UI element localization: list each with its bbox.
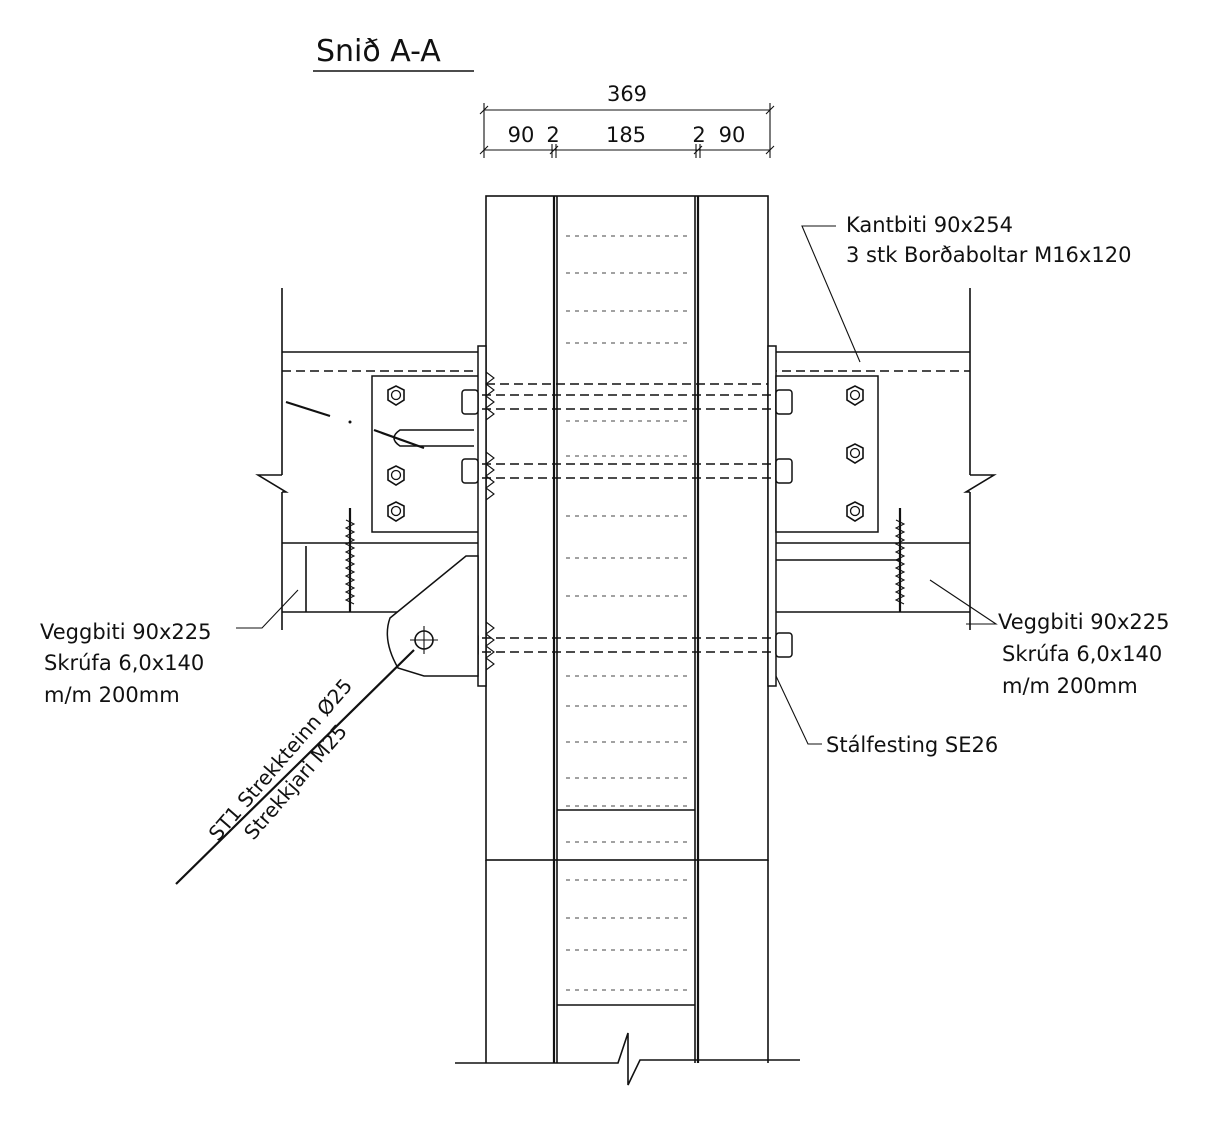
dimension-segment-right: 90 <box>719 123 746 147</box>
label-kantbiti-bolts: 3 stk Borðaboltar M16x120 <box>846 243 1131 267</box>
break-line-bottom <box>455 1032 800 1086</box>
leader-lines <box>236 225 998 745</box>
tension-rod <box>175 649 415 885</box>
dimension-segment-gap-left: 2 <box>546 123 559 147</box>
bolt-head-right-2 <box>775 458 793 484</box>
dimension-overall: 369 <box>607 82 647 106</box>
bolt-head-left-1 <box>461 389 479 415</box>
screw-left <box>344 508 356 612</box>
label-veggbiti-left-screw: Skrúfa 6,0x140 <box>44 651 204 675</box>
bolt-head-right-3 <box>775 632 793 658</box>
label-veggbiti-right-spacing: m/m 200mm <box>1002 674 1138 698</box>
left-diagonal-detail <box>285 400 425 450</box>
label-kantbiti-size: Kantbiti 90x254 <box>846 213 1013 237</box>
dimension-segment-center: 185 <box>606 123 646 147</box>
bolt-head-right-1 <box>775 389 793 415</box>
dimension-segment-left: 90 <box>508 123 535 147</box>
tension-rod-bracket <box>386 555 479 677</box>
plate-bolt-icons <box>387 385 864 522</box>
label-strekkteinn: ST1 Strekkteinn Ø25 <box>204 674 358 846</box>
dimension-segment-gap-right: 2 <box>692 123 705 147</box>
left-edge-beam <box>255 288 486 544</box>
label-veggbiti-left-spacing: m/m 200mm <box>44 683 180 707</box>
dimension-lines <box>479 103 775 158</box>
column-grain-lines <box>566 235 688 991</box>
section-title: Snið A-A <box>316 34 441 69</box>
label-stalfesting: Stálfesting SE26 <box>826 733 998 757</box>
through-bolts <box>482 383 772 653</box>
timber-column <box>485 195 769 861</box>
label-veggbiti-right-size: Veggbiti 90x225 <box>998 610 1169 634</box>
screw-right <box>894 508 906 612</box>
bolt-head-left-2 <box>461 458 479 484</box>
right-edge-beam <box>768 288 997 544</box>
toothed-connector-left <box>485 371 495 671</box>
label-veggbiti-left-size: Veggbiti 90x225 <box>40 620 211 644</box>
column-lower-part <box>485 860 769 1063</box>
label-veggbiti-right-screw: Skrúfa 6,0x140 <box>1002 642 1162 666</box>
